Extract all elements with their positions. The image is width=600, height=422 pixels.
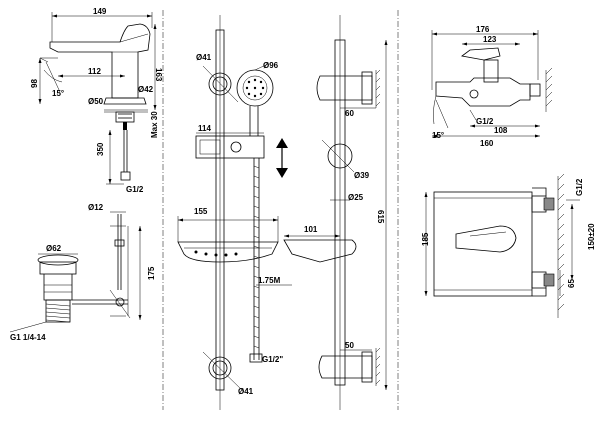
dim-basin-hole: Ø42 [138,85,154,94]
dim-waste-head: Ø62 [46,244,62,253]
dim-hose-conn: G1/2" [262,355,283,364]
dim-wall-conn: G1/2 [575,178,584,196]
dim-basin-width: 149 [93,7,107,16]
dim-hose-length: 1.75M [258,276,281,285]
dim-dish-width: 155 [194,207,208,216]
wall-mixer-drawing: 185 G1/2 150±20 65 [421,173,596,318]
dim-handshower: Ø96 [263,61,279,70]
dim-slider-width: 114 [198,124,211,133]
dim-bath-angle: 15° [432,131,444,140]
dim-rail-bottom: Ø41 [238,387,254,396]
dim-rail-top: Ø41 [196,53,212,62]
dim-waste-pipe: Ø12 [88,203,104,212]
dim-waste-length: 175 [147,266,156,280]
dim-wall-65: 65 [567,279,576,288]
dim-basin-base: Ø50 [88,97,104,106]
dim-bath-depth: 108 [494,126,508,135]
dim-wall-height: 185 [421,232,430,246]
dim-total-height: 615 [376,210,385,224]
dim-basin-height: 163 [154,68,163,82]
dim-basin-spout-height: 98 [30,79,39,88]
dim-bath-total: 160 [480,139,494,148]
dim-dish-depth: 101 [304,225,318,234]
bath-mixer-drawing: 176 123 15° G1/2 108 160 [431,25,553,148]
dim-rail-dia: Ø25 [348,193,364,202]
dim-bath-body: 123 [483,35,497,44]
waste-drawing: Ø12 Ø62 175 G1 1/4-14 [9,203,156,342]
dim-bath-conn: G1/2 [476,117,494,126]
dim-bottom-offset: 50 [345,341,354,350]
dim-basin-angle: 15° [52,89,64,98]
dim-basin-conn: G1/2 [126,185,144,194]
dim-bath-width: 176 [476,25,490,34]
dim-wall-center: 150±20 [587,223,596,250]
dim-basin-reach: 112 [88,67,101,76]
shower-rail-side: 60 Ø39 Ø25 101 615 50 [283,15,388,410]
dim-waste-thread: G1 1/4-14 [10,333,46,342]
shower-rail-front: Ø41 Ø96 114 [177,15,292,410]
dim-basin-max: Max 30 [150,111,159,138]
dim-side-offset: 60 [345,109,354,118]
basin-mixer-drawing: 149 15° 98 112 163 Ø50 Ø42 [30,7,163,194]
dim-basin-hose: 350 [96,142,105,156]
dim-bracket-dia: Ø39 [354,171,370,180]
